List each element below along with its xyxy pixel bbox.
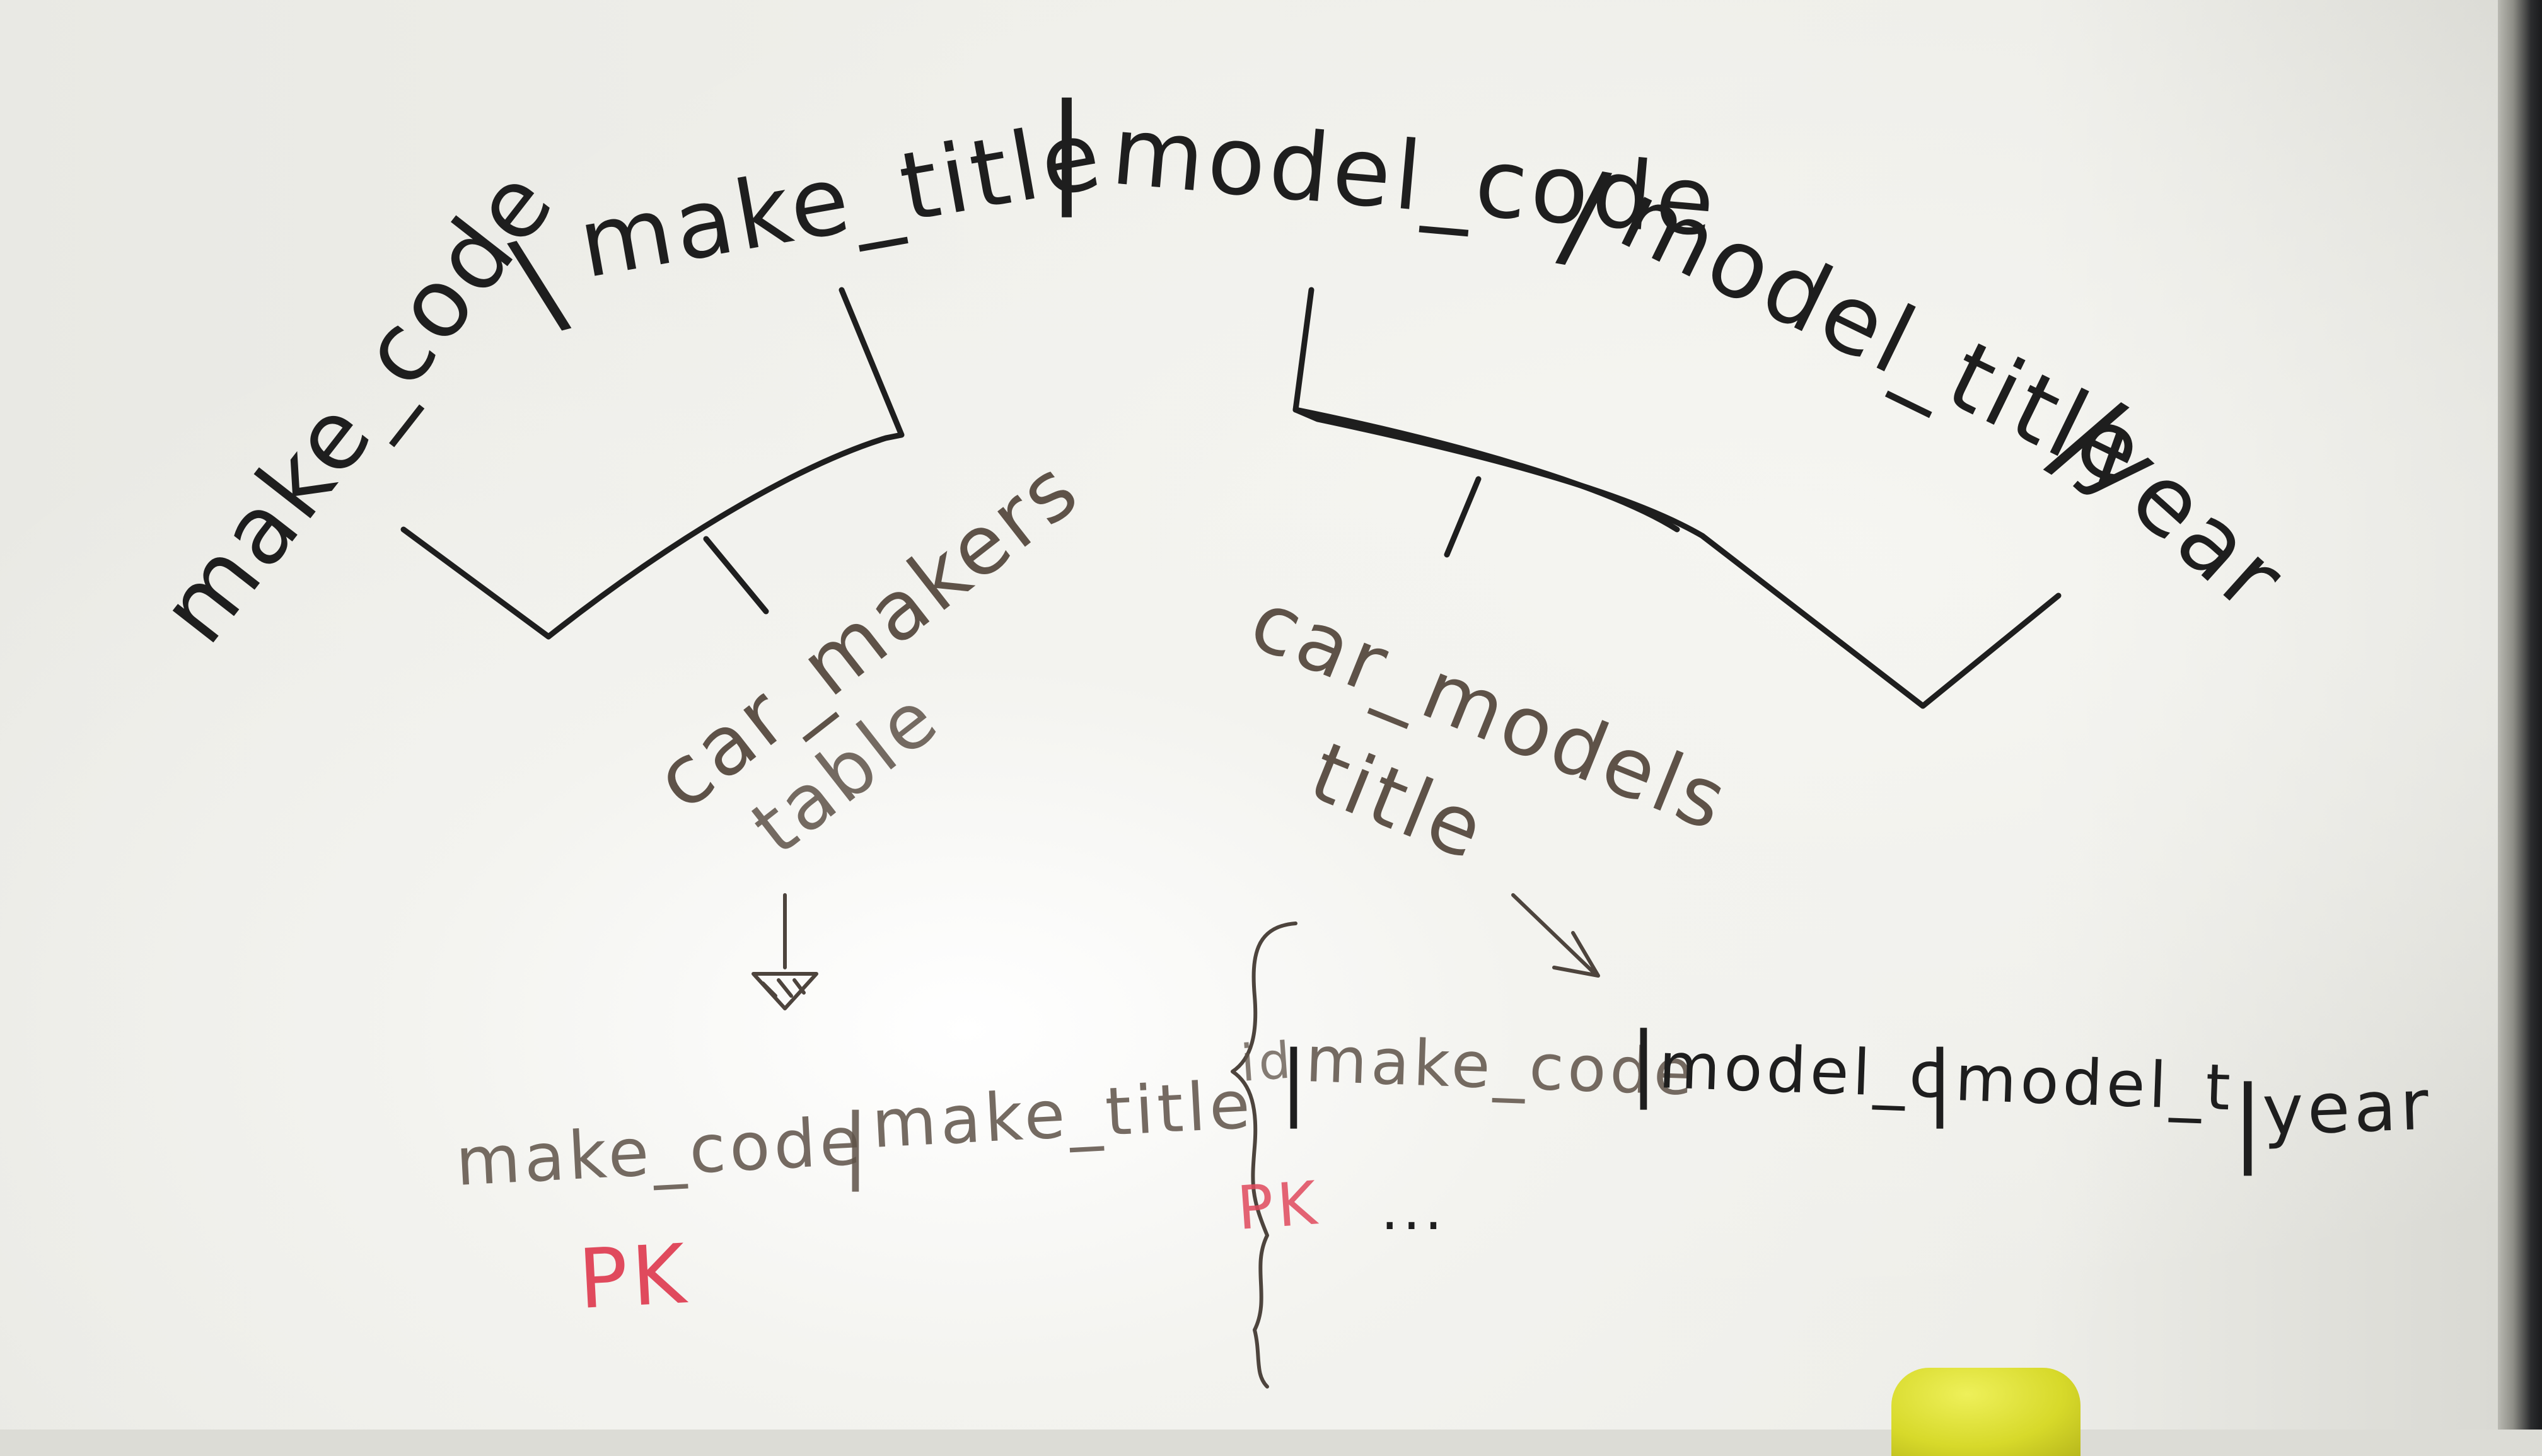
right-bracket-inner <box>1292 407 1680 533</box>
bottom-right-pk: PK <box>1235 1169 1323 1244</box>
bottom-right-ellipsis: ... <box>1381 1177 1446 1243</box>
bottom-left-pk: PK <box>576 1226 692 1327</box>
left-down-arrow <box>752 893 818 1010</box>
right-diagonal-arrow <box>1511 893 1600 978</box>
top-make-title: make_title <box>571 100 1112 299</box>
bottom-right-id: id <box>1239 1031 1296 1093</box>
left-bracket-tick <box>703 536 769 615</box>
bottom-right-separator-1: | <box>1630 1014 1661 1110</box>
bottom-right-separator-0: | <box>1280 1033 1311 1129</box>
right-bracket-tick <box>1444 476 1482 558</box>
top-separator-2: | <box>1047 78 1091 217</box>
curly-brace <box>1231 922 1297 1389</box>
whiteboard-frame <box>2498 0 2542 1430</box>
bottom-left-separator: | <box>842 1096 873 1192</box>
bottom-left-make-title: make_title <box>870 1066 1256 1163</box>
bottom-right-separator-3: | <box>2232 1066 2268 1176</box>
bottom-right-make-code: make_code <box>1304 1022 1697 1110</box>
bottom-right-year: year <box>2261 1065 2434 1151</box>
bottom-right-model-t: model_t <box>1954 1041 2235 1124</box>
left-bracket <box>400 287 905 640</box>
bottom-right-model-c: model_c <box>1657 1029 1949 1112</box>
bottom-left-make-code: make_code <box>454 1102 866 1201</box>
bottom-right-separator-2: | <box>1926 1033 1958 1129</box>
